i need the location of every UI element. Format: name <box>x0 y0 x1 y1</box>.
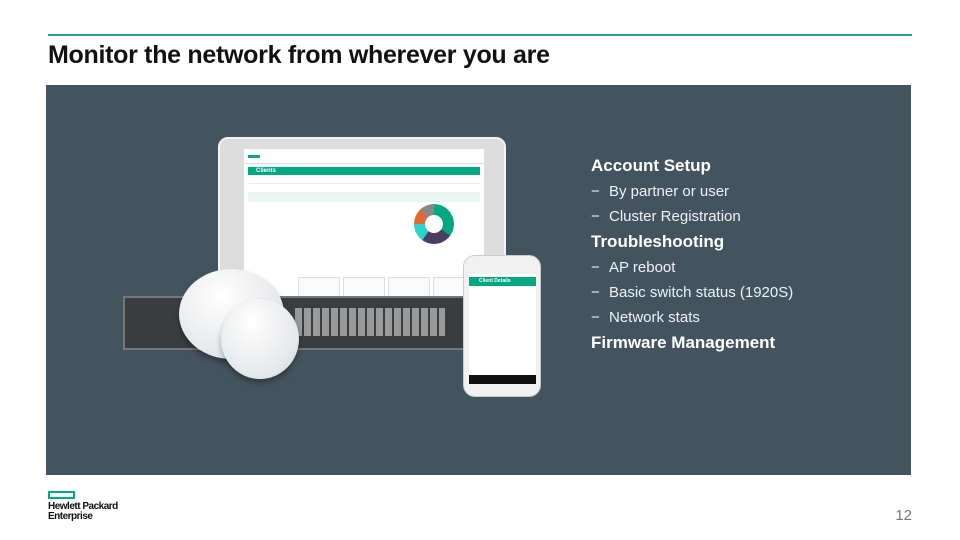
title-rule <box>48 34 912 36</box>
list-item: −Cluster Registration <box>591 208 741 225</box>
page-number: 12 <box>895 507 912 524</box>
clients-header: Clients <box>248 167 480 175</box>
logo-element-icon <box>48 491 75 499</box>
access-point-image <box>221 299 299 379</box>
section-heading: Account Setup <box>591 156 711 175</box>
app-top-bar <box>244 149 484 164</box>
list-item: −Network stats <box>591 309 700 326</box>
list-item: −Basic switch status (1920S) <box>591 284 794 301</box>
list-item: −AP reboot <box>591 259 676 276</box>
section-heading: Troubleshooting <box>591 232 725 251</box>
hpe-logo: Hewlett Packard Enterprise <box>48 491 118 522</box>
list-item: −By partner or user <box>591 183 730 200</box>
phone-image: Client Details <box>463 255 541 397</box>
clients-rows <box>244 175 484 202</box>
client-details-header: Client Details <box>469 277 536 286</box>
feature-list: Account Setup −By partner or user −Clust… <box>591 155 793 358</box>
content-panel: Clients Client Details <box>46 85 911 475</box>
page-title: Monitor the network from wherever you ar… <box>48 41 550 69</box>
donut-chart-graphic <box>414 204 454 244</box>
tablet-screen: Clients <box>244 149 484 299</box>
tablet-image: Clients <box>218 137 506 309</box>
phone-screen: Client Details <box>469 274 536 384</box>
section-heading: Firmware Management <box>591 333 776 352</box>
